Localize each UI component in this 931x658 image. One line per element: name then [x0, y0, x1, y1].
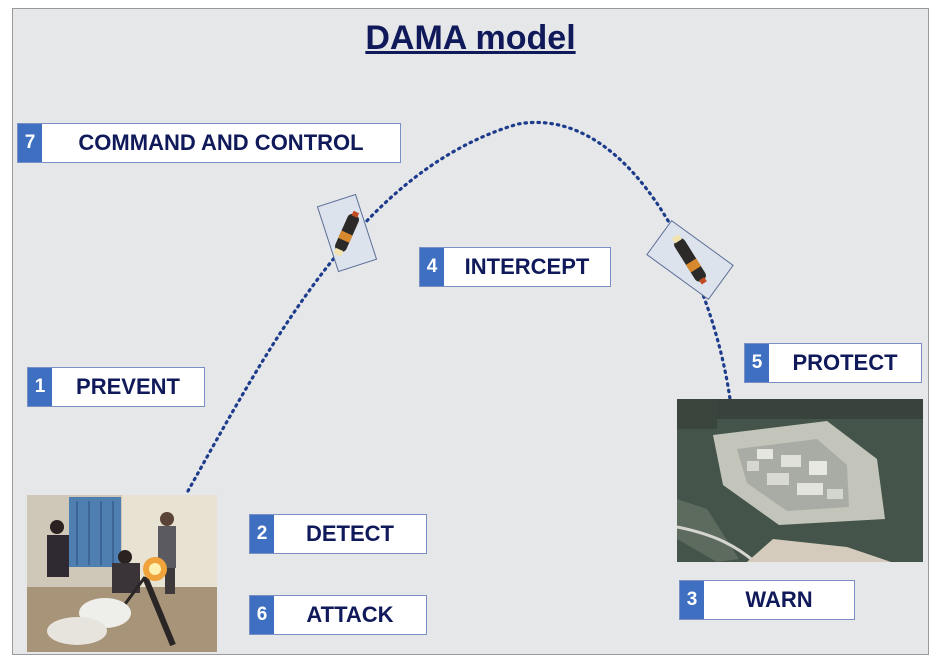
step-detect: 2 DETECT	[249, 514, 427, 554]
mortar-shell-ascending	[316, 193, 378, 273]
step-label: PROTECT	[792, 350, 898, 375]
step-label: COMMAND AND CONTROL	[78, 130, 364, 155]
step-number: 1	[28, 368, 52, 406]
step-number: 7	[18, 124, 42, 162]
trajectory-dotted-line	[186, 120, 732, 493]
step-number: 2	[250, 515, 274, 553]
step-protect: 5 PROTECT	[744, 343, 922, 383]
step-intercept: 4 INTERCEPT	[419, 247, 611, 287]
step-command-and-control: 7 COMMAND AND CONTROL	[17, 123, 401, 163]
mortar-shell-descending	[646, 219, 734, 301]
step-number: 3	[680, 581, 704, 619]
slide: DAMA model	[12, 8, 929, 655]
slide-title: DAMA model	[365, 19, 576, 57]
step-label: WARN	[745, 587, 813, 612]
step-number: 5	[745, 344, 769, 382]
step-number: 4	[420, 248, 444, 286]
step-prevent: 1 PREVENT	[27, 367, 205, 407]
step-label: INTERCEPT	[464, 254, 590, 279]
mortar-launch-photo	[27, 495, 217, 652]
trajectory-layer	[186, 120, 734, 493]
step-label: ATTACK	[306, 602, 394, 627]
aerial-base-photo	[677, 399, 923, 562]
step-label: PREVENT	[76, 374, 180, 399]
step-warn: 3 WARN	[679, 580, 855, 620]
step-number: 6	[250, 596, 274, 634]
step-attack: 6 ATTACK	[249, 595, 427, 635]
step-label: DETECT	[306, 521, 394, 546]
